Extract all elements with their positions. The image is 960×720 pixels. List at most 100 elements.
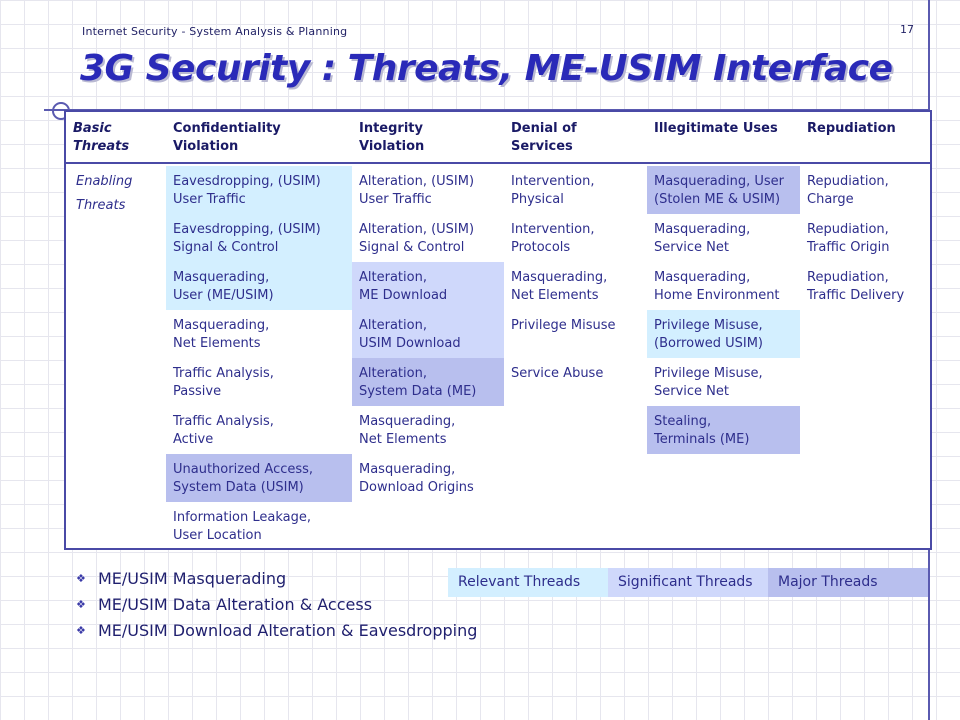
threat-cell-line2: Physical [511,192,564,207]
threat-cell-line2: System Data (USIM) [173,480,304,495]
diamond-bullet-icon: ❖ [76,572,86,585]
slide-title: 3G Security : Threats, ME-USIM Interface [80,48,893,89]
threat-cell: Alteration, USIM Download [352,310,504,358]
threat-cell: Privilege Misuse [504,310,647,358]
threat-cell-line1: Masquerading, [173,318,270,333]
threat-cell-line2: ME Download [359,288,448,303]
threat-cell-line1: Eavesdropping, (USIM) [173,222,321,237]
threat-cell-line2: Traffic Origin [807,240,890,255]
page-number: 17 [900,23,914,36]
threat-cell-line2: Active [173,432,214,447]
threat-cell: Stealing,Terminals (ME) [647,406,800,454]
threat-cell-line1: Alteration, [359,318,427,333]
header-repudiation: Repudiation [807,121,896,136]
threat-cell-line2: Net Elements [173,336,261,351]
threat-cell-line2: Charge [807,192,854,207]
threat-cell-line1: Masquerading, [359,414,456,429]
threat-cell-line1: Eavesdropping, (USIM) [173,174,321,189]
threat-cell-line2: System Data (ME) [359,384,477,399]
threat-cell: Repudiation, Charge [800,166,930,214]
threat-cell-line2: USIM Download [359,336,461,351]
threat-cell: Masquerading,Net Elements [504,262,647,310]
threat-cell-line1: Masquerading, [654,270,751,285]
list-item: ❖ME/USIM Data Alteration & Access [76,592,477,618]
threat-cell-line2: Service Net [654,240,729,255]
list-item: ❖ME/USIM Masquerading [76,566,477,592]
threat-cell-line2: Net Elements [359,432,447,447]
threat-cell: Traffic Analysis, Active [166,406,352,454]
legend-significant: Significant Threads [608,568,768,597]
threat-cell: Alteration, (USIM) User Traffic [352,166,504,214]
threat-cell-line2: Home Environment [654,288,780,303]
threat-cell-line1: Privilege Misuse, [654,318,763,333]
threat-cell-line1: Alteration, [359,270,427,285]
threat-cell-line2: Service Net [654,384,729,399]
diamond-bullet-icon: ❖ [76,598,86,611]
threat-cell: Repudiation, Traffic Delivery [800,262,930,310]
threat-cell: Masquerading, Service Net [647,214,800,262]
diamond-bullet-icon: ❖ [76,624,86,637]
threat-cell-line2: Signal & Control [359,240,465,255]
threat-cell: Traffic Analysis, Passive [166,358,352,406]
threat-cell: Privilege Misuse, (Borrowed USIM) [647,310,800,358]
threat-cell: Masquerading, User (ME/USIM) [166,262,352,310]
threat-cell: Information Leakage,User Location [166,502,352,550]
legend-relevant: Relevant Threads [448,568,608,597]
threat-cell-line2: Signal & Control [173,240,279,255]
legend-major: Major Threads [768,568,928,597]
header-confidentiality: Confidentiality Violation [173,121,281,154]
threat-cell-line1: Alteration, (USIM) [359,174,475,189]
threat-cell-line2: (Borrowed USIM) [654,336,763,351]
threat-cell: Masquerading, Download Origins [352,454,504,502]
threat-cell: Intervention,Protocols [504,214,647,262]
course-header: Internet Security - System Analysis & Pl… [82,25,348,38]
threat-cell: Repudiation, Traffic Origin [800,214,930,262]
threat-cell-line1: Traffic Analysis, [173,366,274,381]
threat-cell-line1: Masquerading, [359,462,456,477]
threat-cell-line1: Repudiation, [807,270,889,285]
list-item: ❖ME/USIM Download Alteration & Eavesdrop… [76,618,477,644]
threats-table: Basic Threats Confidentiality Violation … [64,110,932,550]
threat-cell: Masquerading, Net Elements [166,310,352,358]
threat-cell-line2: (Stolen ME & USIM) [654,192,781,207]
threat-cell-line2: User Location [173,528,262,543]
header-denial-of-services: Denial of Services [511,121,577,154]
threat-cell: Masquerading, Net Elements [352,406,504,454]
table-header-row: Basic Threats Confidentiality Violation … [66,112,930,164]
threat-cell-line1: Intervention, [511,174,595,189]
threat-cell-line2: User Traffic [173,192,246,207]
threat-cell: Eavesdropping, (USIM) User Traffic [166,166,352,214]
threat-cell-line1: Unauthorized Access, [173,462,314,477]
threat-cell-line2: Net Elements [511,288,599,303]
threat-cell-line1: Stealing, [654,414,712,429]
threat-cell: Alteration,System Data (ME) [352,358,504,406]
threat-cell-line1: Repudiation, [807,222,889,237]
threat-cell-line1: Privilege Misuse, [654,366,763,381]
threat-cell: Service Abuse [504,358,647,406]
threat-cell-line1: Alteration, (USIM) [359,222,475,237]
threat-cell-line2: Traffic Delivery [807,288,905,303]
threat-cell-line2: User (ME/USIM) [173,288,274,303]
threat-cell-line1: Service Abuse [511,366,604,381]
threat-cell: Alteration, (USIM) Signal & Control [352,214,504,262]
threat-cell-line2: Passive [173,384,222,399]
threat-cell-line1: Traffic Analysis, [173,414,274,429]
threat-cell-line2: Protocols [511,240,571,255]
threat-cell-line1: Repudiation, [807,174,889,189]
threat-cell-line2: User Traffic [359,192,432,207]
header-integrity: Integrity Violation [359,121,425,154]
threat-cell: Eavesdropping, (USIM) Signal & Control [166,214,352,262]
threat-cell-line1: Masquerading, [654,222,751,237]
threat-cell-line2: Download Origins [359,480,474,495]
threat-cell: Intervention, Physical [504,166,647,214]
legend: Relevant Threads Significant Threads Maj… [448,568,928,597]
threat-cell-line1: Masquerading, User [654,174,785,189]
threat-cell: Privilege Misuse, Service Net [647,358,800,406]
threat-cell: Masquerading, User (Stolen ME & USIM) [647,166,800,214]
row-label-enabling-threats: Enabling Threats [76,174,133,213]
threat-cell-line1: Masquerading, [173,270,270,285]
threat-cell: Alteration, ME Download [352,262,504,310]
header-illegitimate-uses: Illegitimate Uses [654,121,778,136]
header-basic-threats: Basic Threats [73,121,130,154]
threat-cell: Unauthorized Access, System Data (USIM) [166,454,352,502]
